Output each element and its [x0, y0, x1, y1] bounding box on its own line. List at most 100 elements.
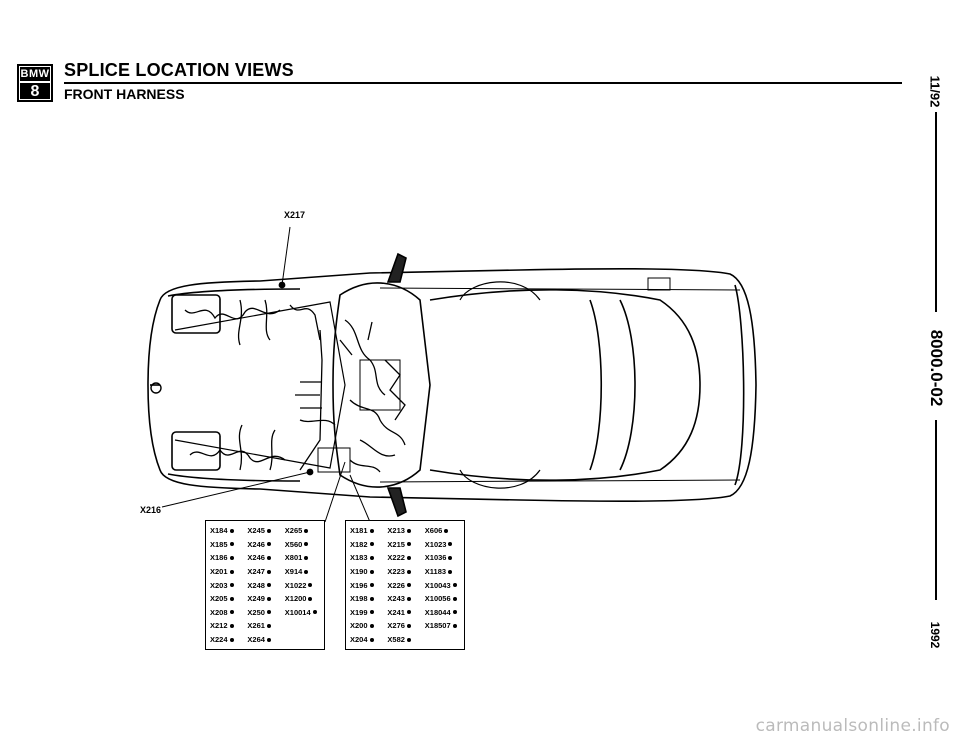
splice-id: X208	[210, 607, 228, 617]
splice-id-cell: X10056	[425, 594, 460, 603]
splice-id: X10056	[424, 594, 451, 604]
splice-id: X1200	[284, 594, 307, 604]
splice-bullet-icon	[369, 596, 374, 601]
side-rule-middle	[935, 420, 937, 600]
splice-bullet-icon	[266, 569, 271, 574]
splice-id: X18044	[424, 607, 451, 617]
splice-id: X560	[284, 539, 303, 549]
splice-id: X241	[387, 607, 405, 617]
splice-id-cell: X1023	[425, 540, 460, 549]
splice-bullet-icon	[229, 637, 234, 642]
left-mirror	[386, 252, 407, 283]
splice-id: X223	[387, 567, 405, 577]
splice-id-cell: X224	[210, 635, 247, 644]
splice-id: X265	[284, 526, 303, 536]
splice-id: X184	[210, 526, 228, 536]
splice-bullet-icon	[266, 528, 271, 533]
splice-bullet-icon	[266, 596, 271, 601]
splice-id-cell: X203	[210, 581, 247, 590]
splice-id-cell: X10043	[425, 581, 460, 590]
splice-id-cell: X196	[350, 581, 387, 590]
splice-id: X10043	[424, 580, 451, 590]
splice-bullet-icon	[369, 569, 374, 574]
windshield	[332, 282, 431, 488]
splice-id-cell: X18507	[425, 621, 460, 630]
splice-table-row: X212 X261	[210, 619, 320, 633]
splice-id-cell: X247	[247, 567, 284, 576]
splice-id-cell: X606	[425, 526, 460, 535]
side-rule-top	[935, 112, 937, 312]
wiring-harness	[184, 299, 406, 473]
splice-id-cell: X249	[247, 594, 284, 603]
logo-brand: BMW	[20, 67, 50, 81]
splice-bullet-icon	[406, 610, 411, 615]
splice-bullet-icon	[406, 623, 411, 628]
splice-bullet-icon	[369, 555, 374, 560]
page-title: SPLICE LOCATION VIEWS	[64, 60, 294, 80]
splice-bullet-icon	[229, 542, 234, 547]
splice-bullet-icon	[229, 583, 234, 588]
splice-bullet-icon	[452, 583, 457, 588]
splice-id: X196	[350, 580, 368, 590]
splice-bullet-icon	[444, 528, 449, 533]
splice-bullet-icon	[229, 596, 234, 601]
splice-id: X582	[387, 635, 405, 645]
watermark: carmanualsonline.info	[755, 716, 950, 736]
callout-x217: X217	[284, 210, 306, 220]
splice-bullet-icon	[304, 569, 309, 574]
splice-id-cell: X248	[247, 581, 284, 590]
splice-id: X246	[247, 553, 265, 563]
splice-id-cell: X241	[387, 608, 424, 617]
splice-id-cell: X186	[210, 553, 247, 562]
splice-id-cell: X226	[387, 581, 424, 590]
splice-bullet-icon	[452, 623, 457, 628]
splice-id-cell: X223	[387, 567, 424, 576]
splice-bullet-icon	[452, 610, 457, 615]
splice-id-cell: X183	[350, 553, 387, 562]
splice-id: X243	[387, 594, 405, 604]
splice-id-cell: X10014	[285, 608, 320, 617]
splice-id: X212	[210, 621, 228, 631]
splice-bullet-icon	[406, 542, 411, 547]
splice-bullet-icon	[406, 569, 411, 574]
splice-id-cell: X208	[210, 608, 247, 617]
splice-bullet-icon	[369, 528, 374, 533]
right-headlight	[171, 431, 221, 471]
splice-id-cell: X243	[387, 594, 424, 603]
logo-series: 8	[20, 83, 50, 100]
splice-id: X183	[350, 553, 368, 563]
splice-id-cell: X246	[247, 553, 284, 562]
bmw-8-logo: BMW 8	[17, 64, 53, 102]
roof-outline	[429, 289, 701, 481]
splice-bullet-icon	[406, 596, 411, 601]
splice-id: X1023	[424, 539, 447, 549]
splice-id: X185	[210, 539, 228, 549]
splice-table-row: X204 X582	[350, 633, 460, 647]
splice-id: X249	[247, 594, 265, 604]
splice-bullet-icon	[369, 623, 374, 628]
splice-id: X204	[350, 635, 368, 645]
splice-id: X205	[210, 594, 228, 604]
right-mirror	[386, 487, 407, 518]
splice-id: X914	[284, 567, 303, 577]
splice-bullet-icon	[406, 555, 411, 560]
splice-id: X247	[247, 567, 265, 577]
splice-id-cell: X914	[285, 567, 320, 576]
splice-bullet-icon	[304, 542, 309, 547]
splice-id: X261	[247, 621, 265, 631]
x216-leader	[161, 471, 311, 508]
splice-bullet-icon	[369, 583, 374, 588]
splice-id: X213	[387, 526, 405, 536]
right-table-leader	[349, 474, 371, 523]
splice-bullet-icon	[369, 637, 374, 642]
splice-id-cell: X245	[247, 526, 284, 535]
